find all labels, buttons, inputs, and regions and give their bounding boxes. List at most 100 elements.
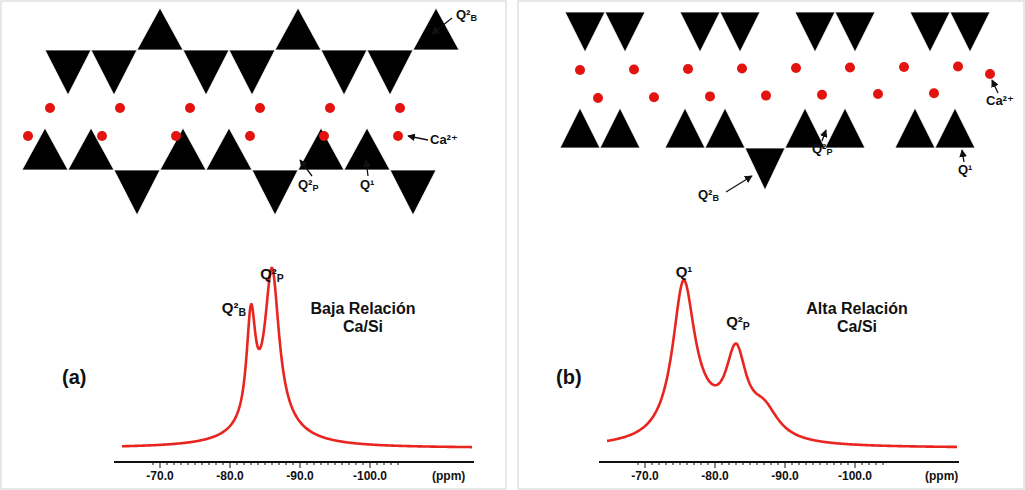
site-label: Q²B	[698, 188, 719, 203]
peak-label: Q²B	[222, 300, 246, 318]
calcium-ion	[45, 103, 55, 113]
axis-tick	[666, 462, 667, 465]
calcium-ion	[649, 92, 659, 102]
axis-tick	[673, 462, 674, 465]
calcium-ion	[629, 65, 639, 75]
tick-label: -90.0	[771, 470, 798, 483]
calcium-ion	[845, 63, 855, 73]
axis-tick	[384, 462, 385, 465]
axis-tick	[363, 462, 364, 465]
ratio-label: Baja Relación Ca/Si	[298, 300, 428, 335]
axis-tick	[771, 462, 772, 465]
tetrahedron	[835, 12, 875, 52]
calcium-ion	[899, 62, 909, 72]
tetrahedron	[321, 50, 367, 95]
calcium-ion	[985, 69, 995, 79]
axis-tick	[764, 462, 765, 465]
axis-tick	[834, 462, 835, 465]
axis-tick	[743, 462, 744, 465]
leader-line	[822, 130, 826, 141]
tetrahedron	[114, 170, 160, 215]
axis-tick	[722, 462, 723, 465]
tetrahedron	[935, 108, 975, 148]
tetrahedron	[45, 50, 91, 95]
leader-line	[962, 150, 964, 162]
axis-tick	[862, 462, 863, 465]
calcium-ion	[683, 64, 693, 74]
axis-line	[114, 461, 474, 463]
peak-label: Q¹	[676, 264, 693, 281]
calcium-ion	[593, 93, 603, 103]
axis-tick	[827, 462, 828, 465]
leader-line	[300, 160, 312, 176]
calcium-ion	[319, 131, 329, 141]
axis-tick	[391, 462, 392, 465]
panel-letter: (b)	[556, 366, 582, 388]
calcium-ion	[245, 131, 255, 141]
tetrahedron	[600, 108, 640, 148]
site-label: Q¹	[958, 163, 972, 177]
axis-tick	[335, 462, 336, 465]
axis-tick	[652, 462, 653, 465]
leader-line	[366, 160, 368, 176]
tetrahedron	[745, 148, 785, 190]
leader-line	[408, 136, 428, 140]
panel-frame	[518, 1, 1024, 489]
axis-tick	[251, 462, 252, 465]
axis-line	[599, 461, 959, 463]
tetrahedron	[795, 12, 835, 52]
tetrahedron	[275, 8, 321, 50]
calcium-ion	[705, 91, 715, 101]
axis-tick	[708, 462, 709, 465]
axis-tick	[792, 462, 793, 465]
axis-tick	[181, 462, 182, 465]
calcium-ion	[171, 131, 181, 141]
axis-tick	[216, 462, 217, 465]
calcium-ion	[761, 91, 771, 101]
tetrahedron	[565, 12, 605, 52]
site-label: Q²P	[298, 178, 319, 193]
axis-tick	[230, 462, 231, 468]
calcium-ion	[737, 64, 747, 74]
leader-line	[726, 176, 752, 192]
ion-label: Ca²⁺	[986, 94, 1014, 108]
axis-tick	[300, 462, 301, 468]
axis-tick	[645, 462, 646, 468]
tick-label: -80.0	[216, 470, 243, 483]
tetrahedron	[825, 108, 865, 148]
axis-tick	[209, 462, 210, 465]
axis-unit: (ppm)	[432, 470, 465, 483]
calcium-ion	[817, 90, 827, 100]
axis-tick	[349, 462, 350, 465]
tetrahedron	[252, 170, 298, 215]
tetrahedron	[720, 12, 760, 52]
nmr-curve	[122, 268, 472, 447]
axis-tick	[701, 462, 702, 465]
axis-tick	[820, 462, 821, 465]
calcium-ion	[395, 103, 405, 113]
axis-tick	[806, 462, 807, 465]
axis-tick	[195, 462, 196, 465]
axis-tick	[286, 462, 287, 465]
tetrahedron	[910, 12, 950, 52]
tetrahedron	[560, 108, 600, 148]
axis-tick	[750, 462, 751, 465]
axis-tick	[174, 462, 175, 465]
axis-tick	[883, 462, 884, 465]
calcium-ion	[255, 103, 265, 113]
tick-label: -100.0	[838, 470, 872, 483]
axis-tick	[799, 462, 800, 465]
tick-label: -80.0	[701, 470, 728, 483]
axis-tick	[167, 462, 168, 465]
calcium-ion	[23, 131, 33, 141]
axis-tick	[279, 462, 280, 465]
axis-tick	[321, 462, 322, 465]
axis-tick	[188, 462, 189, 465]
tetrahedron	[206, 128, 252, 170]
calcium-ion	[791, 63, 801, 73]
calcium-ion	[185, 103, 195, 113]
leader-line	[992, 80, 998, 93]
site-label: Q²B	[456, 8, 477, 23]
